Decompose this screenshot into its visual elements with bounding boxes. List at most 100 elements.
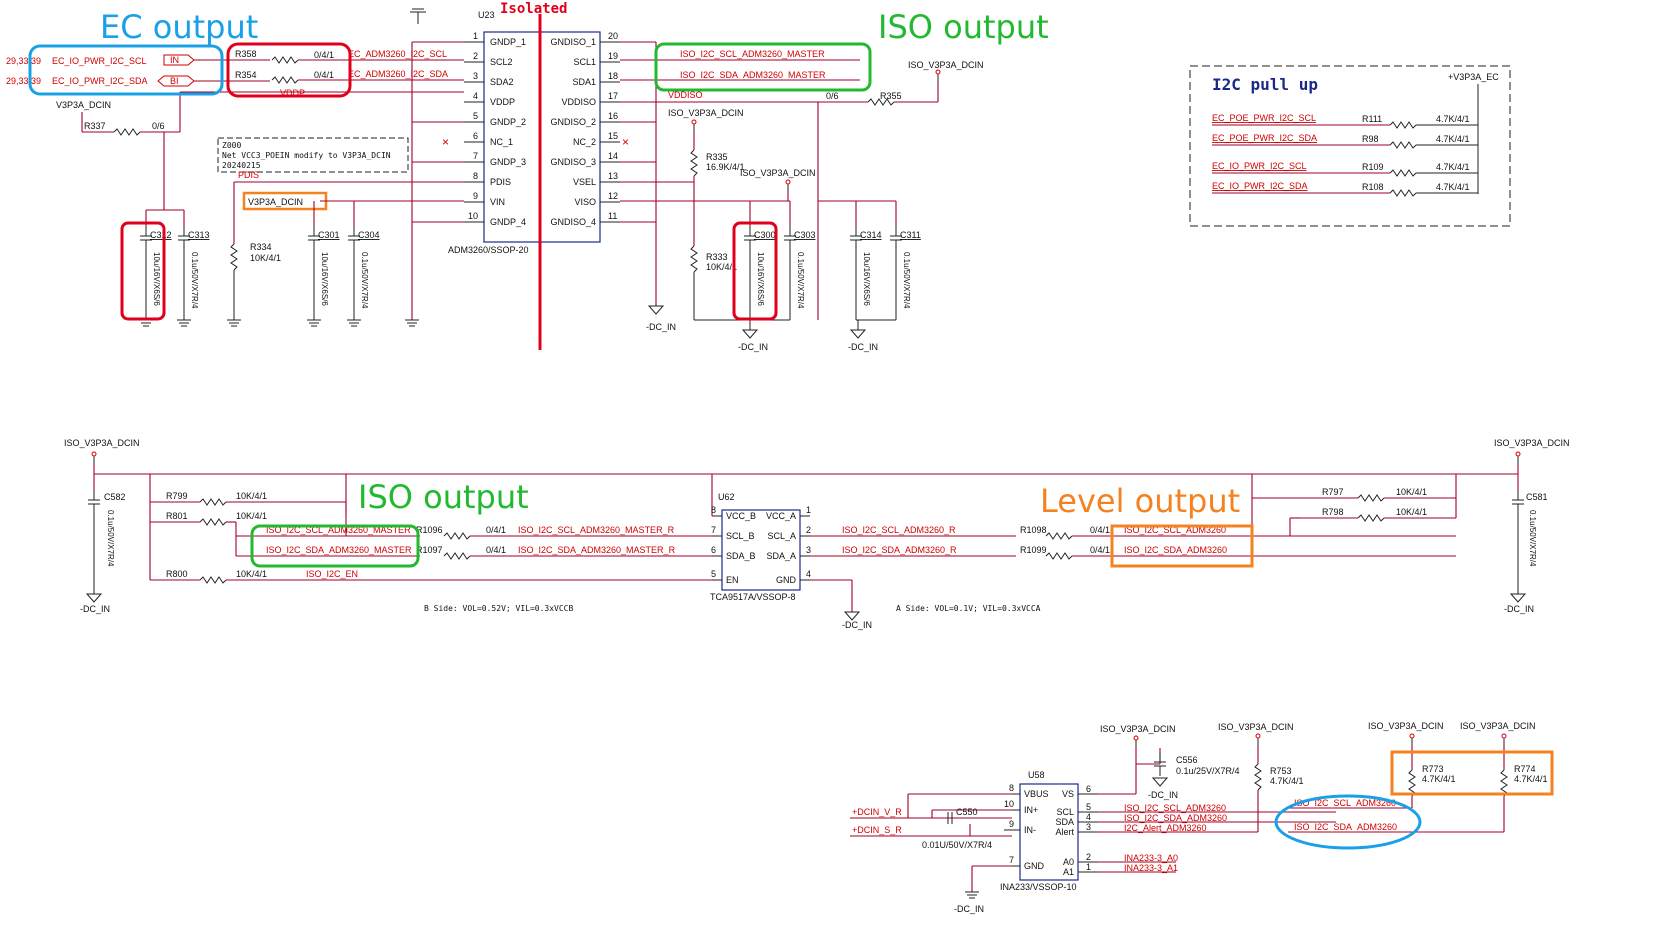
mid-scl-master[interactable]: ISO_I2C_SCL_ADM3260_MASTER [266,525,411,535]
c550-ref: C550 [956,807,978,817]
c581-ref: C581 [1526,492,1548,502]
r333-val: 10K/4/1 [706,262,737,272]
ec-scl-net[interactable]: EC_IO_PWR_I2C_SCL [52,56,147,66]
u23-pin-15[interactable]: NC_2 [573,137,596,147]
u23-pin-1[interactable]: GNDP_1 [490,37,526,47]
r1099-val: 0/4/1 [1090,545,1110,555]
dcin-v-r[interactable]: +DCIN_V_R [852,807,902,817]
bot-iso-v3p3a-4: ISO_V3P3A_DCIN [1460,721,1536,731]
u23-pin-3[interactable]: SDA2 [490,77,514,87]
iso-sda-master[interactable]: ISO_I2C_SDA_ADM3260_MASTER [680,70,826,80]
u58-pin-a0[interactable]: A0 [1063,857,1074,867]
c556-val: 0.1u/25V/X7R/4 [1176,766,1240,776]
u23-pin-12[interactable]: VISO [574,197,596,207]
u23-pin-num-8: 8 [473,171,478,181]
u58-pin-vbus[interactable]: VBUS [1024,789,1049,799]
u62-body[interactable] [721,509,801,591]
r798-ref: R798 [1322,507,1344,517]
u23-pin-18[interactable]: SDA1 [572,77,596,87]
u23-pin-19[interactable]: SCL1 [573,57,596,67]
u23-pin-7[interactable]: GNDP_3 [490,157,526,167]
u23-pin-10[interactable]: GNDP_4 [490,217,526,227]
u62-pin-4[interactable]: GND [776,575,797,585]
u23-pin-16[interactable]: GNDISO_2 [550,117,596,127]
scl-out[interactable]: ISO_I2C_SCL_ADM3260 [1124,525,1226,535]
ec-sda-net[interactable]: EC_IO_PWR_I2C_SDA [52,76,148,86]
u23-pin-20[interactable]: GNDISO_1 [550,37,596,47]
u58-pin-num-5: 5 [1086,802,1091,812]
b-side-note: B Side: VOL=0.52V; VIL=0.3xVCCB [424,604,573,613]
dcin-s-r[interactable]: +DCIN_S_R [852,825,902,835]
u58-pin-num-1: 1 [1086,862,1091,872]
u58-body[interactable] [1019,783,1079,881]
pullup-net-2[interactable]: EC_IO_PWR_I2C_SCL [1212,161,1307,171]
u62-pin-1[interactable]: VCC_A [766,511,796,521]
u58-pin-num-8: 8 [1009,783,1014,793]
v3p3a-port[interactable]: V3P3A_DCIN [248,197,303,207]
mid-dc-in-mid: -DC_IN [842,620,872,630]
pullup-net-0[interactable]: EC_POE_PWR_I2C_SCL [1212,113,1316,123]
mid-iso-v3p3a-left: ISO_V3P3A_DCIN [64,438,140,448]
u58-pin-in+[interactable]: IN+ [1024,805,1038,815]
r337-ref: R337 [84,121,106,131]
iso-output-annotation-top: ISO output [878,8,1049,46]
u23-pin-6[interactable]: NC_1 [490,137,513,147]
u58-pin-a1[interactable]: A1 [1063,867,1074,877]
u62-pin-3[interactable]: SDA_A [766,551,796,561]
bot-a1-net: INA233-3_A1 [1124,863,1178,873]
r773-ref: R773 [1422,764,1444,774]
sda-out[interactable]: ISO_I2C_SDA_ADM3260 [1124,545,1227,555]
u23-pin-9[interactable]: VIN [490,197,505,207]
u23-pin-11[interactable]: GNDISO_4 [550,217,596,227]
u58-pin-vs[interactable]: VS [1062,789,1074,799]
u23-pin-num-15: 15 [608,131,618,141]
r753-ref: R753 [1270,766,1292,776]
u23-pin-num-14: 14 [608,151,618,161]
r1097-ref: R1097 [416,545,443,555]
u58-pin-sda[interactable]: SDA [1055,817,1074,827]
note-line2: Net VCC3_POEIN modify to V3P3A_DCIN [222,151,391,160]
u23-pin-num-16: 16 [608,111,618,121]
pullup-val-2: 4.7K/4/1 [1436,162,1470,172]
u23-right-pins: 20GNDISO_119SCL118SDA117VDDISO16GNDISO_2… [550,31,620,227]
u23-pin-14[interactable]: GNDISO_3 [550,157,596,167]
bot-out-sda[interactable]: ISO_I2C_SDA_ADM3260 [1294,822,1397,832]
u62-pin-6[interactable]: SDA_B [726,551,756,561]
u62-pin-7[interactable]: SCL_B [726,531,755,541]
u62-pin-5[interactable]: EN [726,575,739,585]
u23-pin-num-4: 4 [473,91,478,101]
r753-val: 4.7K/4/1 [1270,776,1304,786]
cap-c313-ref: C313 [188,230,210,240]
u23-pin-5[interactable]: GNDP_2 [490,117,526,127]
bot-iso-v3p3a-1: ISO_V3P3A_DCIN [1100,724,1176,734]
u62-pin-8[interactable]: VCC_B [726,511,756,521]
u23-pin-num-11: 11 [608,211,617,221]
bot-out-scl[interactable]: ISO_I2C_SCL_ADM3260 [1294,798,1396,808]
u23-pin-13[interactable]: VSEL [573,177,596,187]
pullup-net-3[interactable]: EC_IO_PWR_I2C_SDA [1212,181,1308,191]
u62-pin-num-7: 7 [711,525,716,535]
u58-pin-gnd[interactable]: GND [1024,861,1045,871]
bot-sda-net: ISO_I2C_SDA_ADM3260 [1124,813,1227,823]
u58-ref: U58 [1028,770,1045,780]
iso-scl-master[interactable]: ISO_I2C_SCL_ADM3260_MASTER [680,49,825,59]
pullup-net-1[interactable]: EC_POE_PWR_I2C_SDA [1212,133,1317,143]
u23-pin-17[interactable]: VDDISO [561,97,596,107]
u23-pin-8[interactable]: PDIS [490,177,511,187]
mid-dc-in-right: -DC_IN [1504,604,1534,614]
u23-body[interactable] [483,31,601,243]
u58-pin-alert[interactable]: Alert [1055,827,1074,837]
mid-sda-master[interactable]: ISO_I2C_SDA_ADM3260_MASTER [266,545,412,555]
bot-a0-net: INA233-3_A0 [1124,853,1178,863]
u62-pin-num-3: 3 [806,545,811,555]
top-section: U23 ADM3260/SSOP-20 Isolated 1GNDP_12SCL… [6,1,1511,352]
u62-pin-2[interactable]: SCL_A [767,531,796,541]
u58-pin-num-10: 10 [1004,799,1014,809]
r797-ref: R797 [1322,487,1344,497]
u23-pin-2[interactable]: SCL2 [490,57,513,67]
u58-pin-num-2: 2 [1086,852,1091,862]
u58-pin-in-[interactable]: IN- [1024,825,1036,835]
u58-pin-scl[interactable]: SCL [1056,807,1074,817]
cap-c314-ref: C314 [860,230,882,240]
u23-pin-4[interactable]: VDDP [490,97,515,107]
